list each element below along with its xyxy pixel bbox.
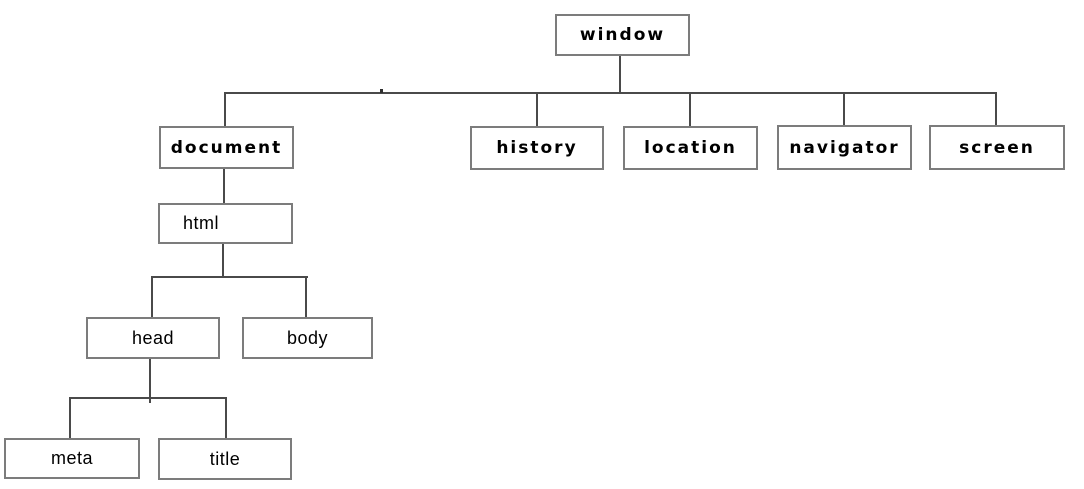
node-body-label: body: [286, 327, 329, 348]
node-meta: meta: [4, 438, 140, 479]
edge-document-html: [223, 169, 225, 204]
edge-head-children-rail: [69, 397, 227, 399]
node-screen: screen: [929, 125, 1065, 170]
node-html: html: [158, 203, 293, 244]
edge-window-navigator: [843, 93, 845, 126]
node-location: location: [623, 126, 758, 170]
edge-window-location: [689, 93, 691, 127]
edge-head-trunk: [149, 359, 151, 403]
edge-window-history: [536, 93, 538, 127]
node-history-label: history: [496, 138, 578, 158]
edge-html-trunk: [222, 244, 224, 278]
node-document: document: [159, 126, 294, 169]
edge-window-screen: [995, 93, 997, 126]
node-head: head: [86, 317, 220, 359]
node-history: history: [470, 126, 604, 170]
node-location-label: location: [644, 138, 737, 158]
edge-head-meta: [69, 398, 71, 439]
node-title-label: title: [209, 448, 241, 469]
node-html-label: html: [183, 213, 220, 233]
edge-html-children-rail: [151, 276, 308, 278]
node-screen-label: screen: [959, 137, 1035, 158]
edge-html-head: [151, 277, 153, 318]
node-body: body: [242, 317, 373, 359]
edge-head-title: [225, 398, 227, 439]
edge-window-children-rail: [224, 92, 997, 94]
edge-rail-joint-tick: [380, 89, 383, 93]
node-title: title: [158, 438, 292, 480]
node-document-label: document: [170, 137, 283, 158]
edge-window-document: [224, 93, 226, 127]
edge-window-trunk: [619, 56, 621, 93]
node-head-label: head: [131, 327, 175, 348]
node-navigator-label: navigator: [789, 137, 900, 158]
edge-html-body: [305, 277, 307, 318]
node-window-label: window: [579, 25, 666, 45]
node-window: window: [555, 14, 690, 56]
node-meta-label: meta: [50, 448, 94, 468]
node-navigator: navigator: [777, 125, 912, 170]
